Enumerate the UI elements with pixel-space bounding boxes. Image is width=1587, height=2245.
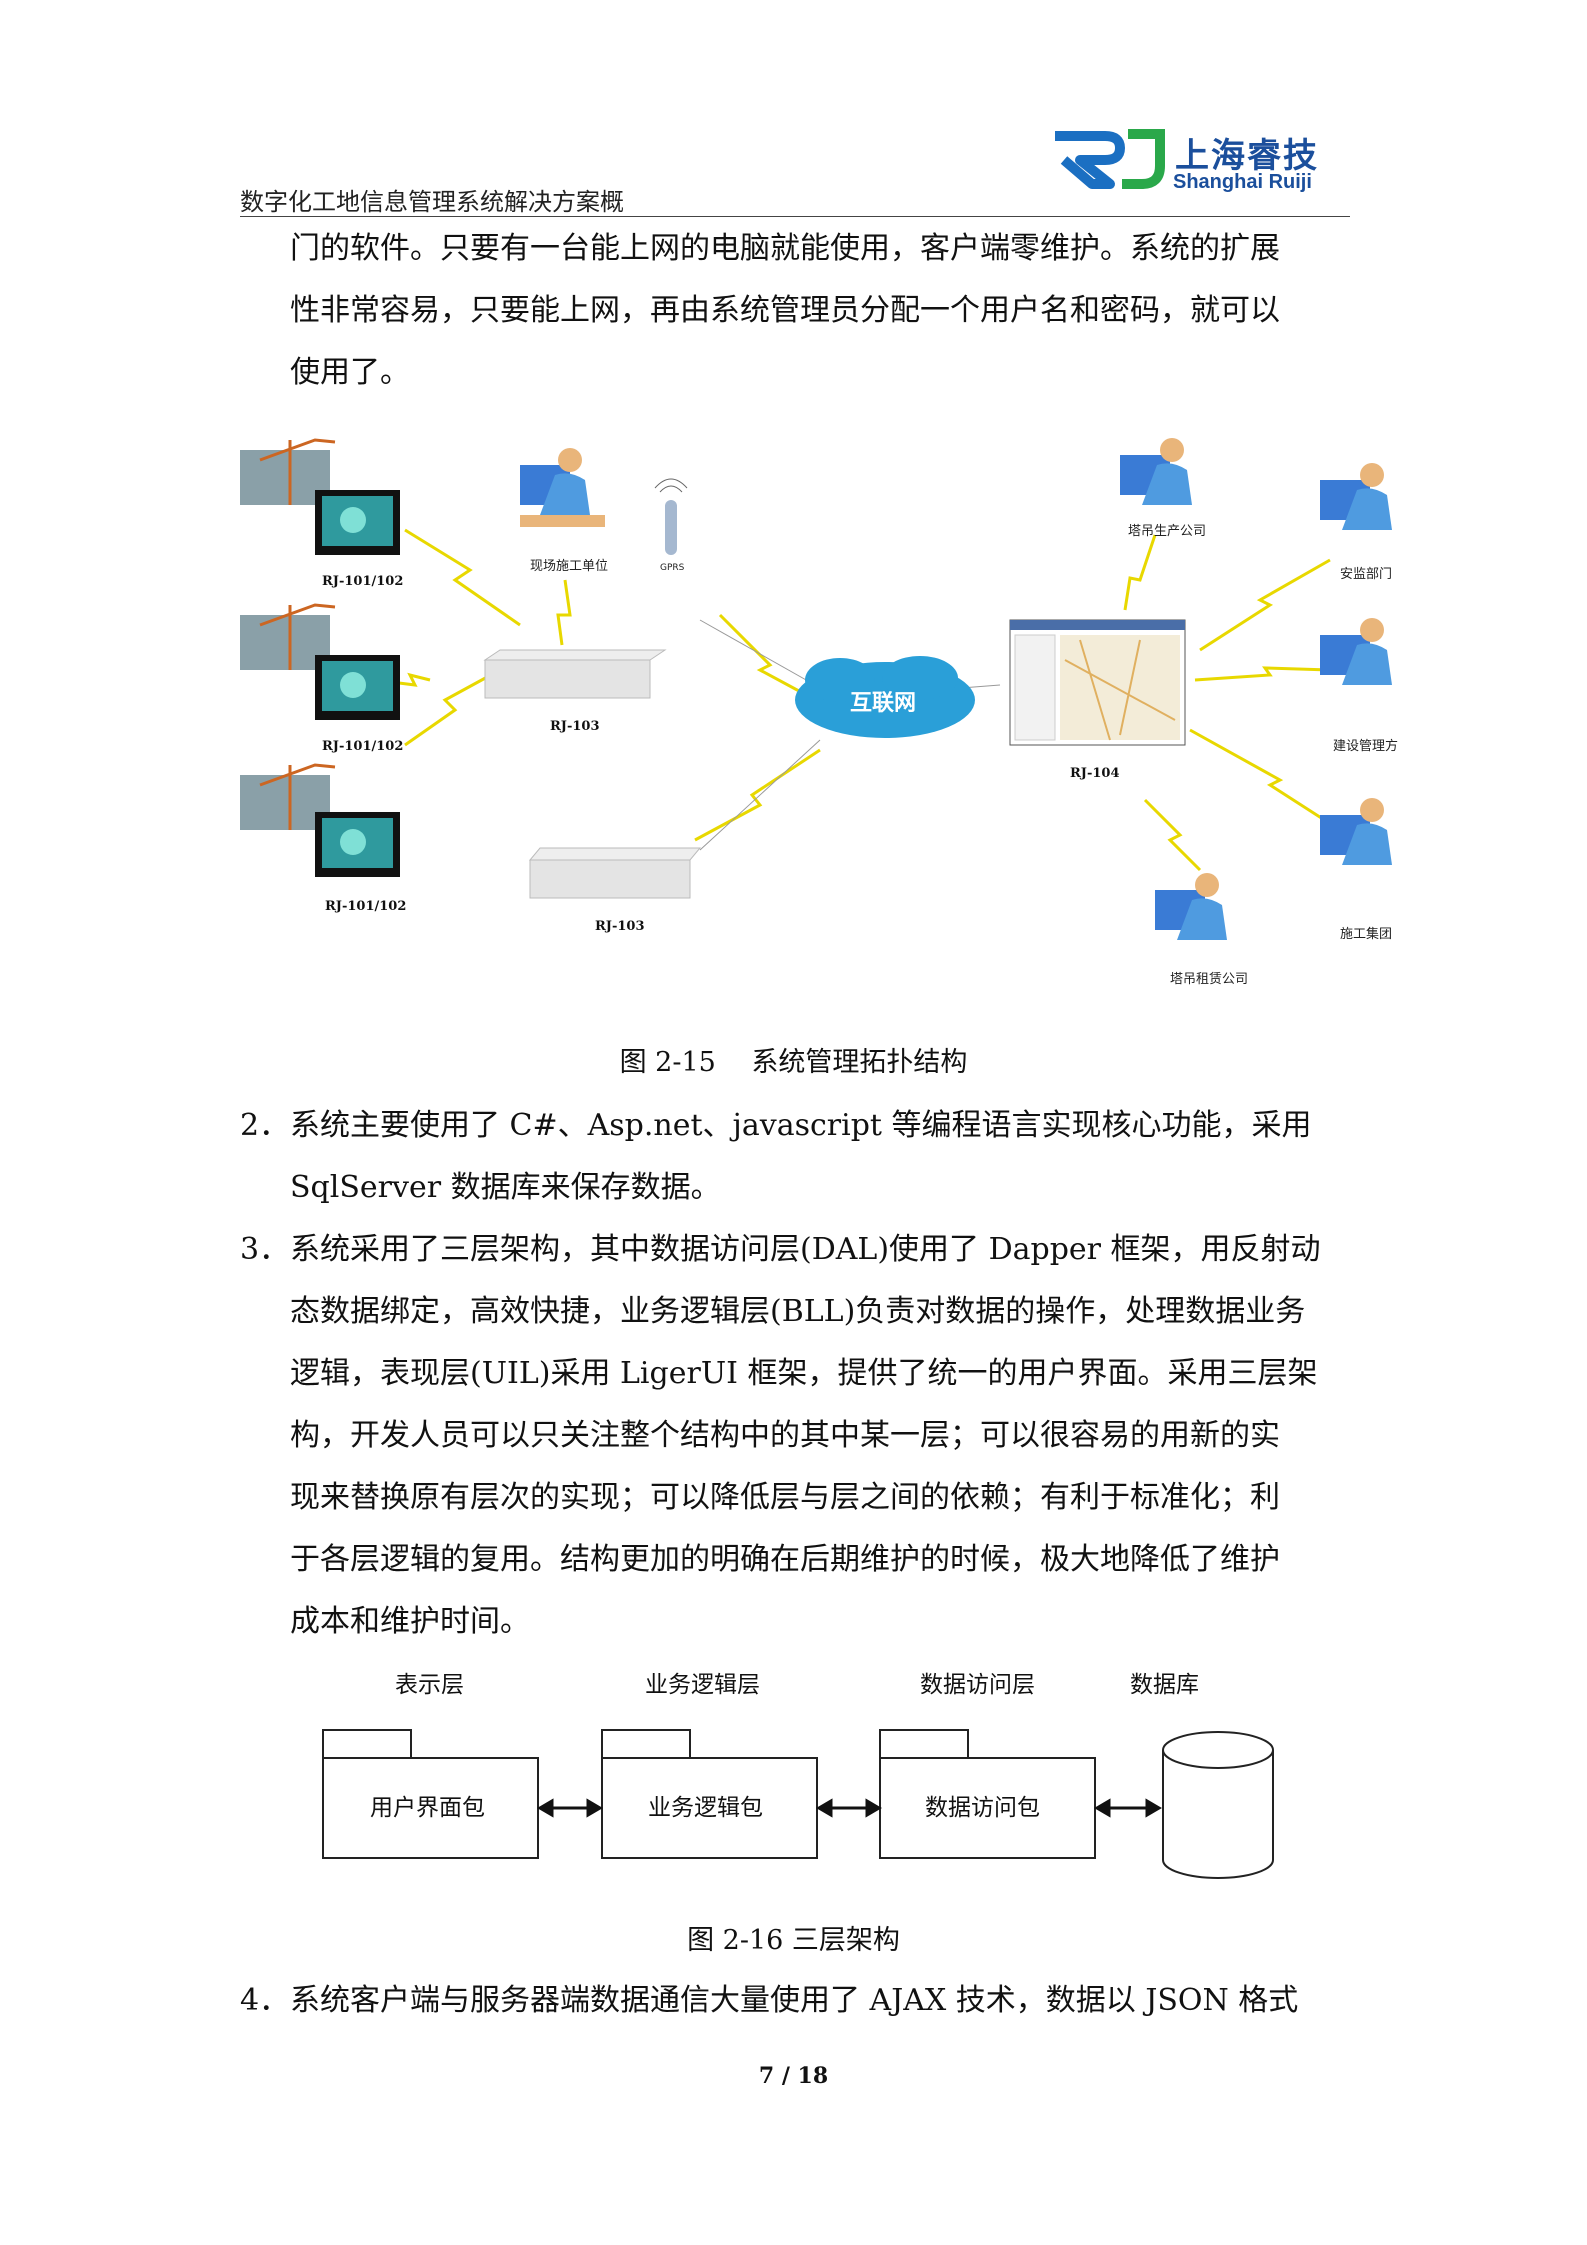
- paragraph-line: 系统主要使用了 C#、Asp.net、javascript 等编程语言实现核心功…: [290, 1108, 1312, 1143]
- paragraph-line: 使用了。: [290, 355, 410, 390]
- user-label: 施工集团: [1340, 926, 1392, 942]
- figure-caption: 图 2-16 三层架构: [687, 1925, 900, 1956]
- header-divider: [240, 216, 1350, 217]
- page-number: 7 / 18: [758, 2063, 829, 2089]
- network-link: [699, 739, 821, 851]
- paragraph-line: SqlServer 数据库来保存数据。: [290, 1170, 721, 1205]
- document-header-title: 数字化工地信息管理系统解决方案概: [240, 188, 624, 216]
- user-person-icon: [1320, 463, 1392, 530]
- hub-label: RJ-103: [550, 719, 600, 734]
- paragraph-line: 系统采用了三层架构，其中数据访问层(DAL)使用了 Dapper 框架，用反射动: [290, 1232, 1321, 1267]
- layer-title: 数据访问层: [920, 1672, 1035, 1698]
- paragraph-line: 于各层逻辑的复用。结构更加的明确在后期维护的时候，极大地降低了维护: [290, 1542, 1280, 1577]
- package-label: 数据访问包: [925, 1795, 1040, 1821]
- package-tab: [601, 1729, 691, 1759]
- paragraph-line: 构，开发人员可以只关注整个结构中的其中某一层；可以很容易的用新的实: [290, 1418, 1280, 1453]
- wireless-link-icons: [374, 528, 1341, 872]
- paragraph-line: 性非常容易，只要能上网，再由系统管理员分配一个用户名和密码，就可以: [290, 293, 1280, 328]
- user-label: 塔吊租赁公司: [1170, 972, 1248, 987]
- layer-title: 数据库: [1130, 1672, 1199, 1698]
- layer-title: 业务逻辑层: [645, 1672, 760, 1698]
- user-person-icon: [1120, 438, 1192, 505]
- figure-caption: 图 2-15 系统管理拓扑结构: [619, 1047, 968, 1078]
- package-label: 用户界面包: [370, 1795, 485, 1821]
- three-tier-architecture-diagram: 表示层 业务逻辑层 数据访问层 数据库 用户界面包 业务逻辑包 数据访问包: [322, 1672, 1274, 1879]
- topology-diagram: RJ-101/102 RJ-101/102 RJ-101/102 现场施工单位 …: [240, 438, 1398, 987]
- user-label: 塔吊生产公司: [1128, 524, 1206, 539]
- antenna-icon: [654, 478, 688, 555]
- logo-chinese-text: 上海睿技: [1175, 136, 1319, 176]
- internet-cloud-icon: [795, 656, 975, 738]
- company-logo-icon: [1055, 129, 1165, 189]
- logo-english-text: Shanghai Ruiji: [1173, 171, 1312, 193]
- user-label: 建设管理方: [1333, 738, 1398, 754]
- site-unit-label: 现场施工单位: [530, 559, 608, 574]
- hub-label: RJ-103: [595, 919, 645, 934]
- list-number: 4．: [240, 1983, 290, 2018]
- paragraph-line: 逻辑，表现层(UIL)采用 LigerUI 框架，提供了统一的用户界面。采用三层…: [290, 1356, 1318, 1391]
- hub-device-icon: [528, 847, 702, 899]
- site-unit-person-icon: [520, 448, 605, 527]
- paragraph-line: 系统客户端与服务器端数据通信大量使用了 AJAX 技术，数据以 JSON 格式: [290, 1983, 1299, 2018]
- package-tab: [322, 1729, 412, 1759]
- database-icon: [1162, 1731, 1274, 1879]
- double-arrow-icon: [1094, 1798, 1162, 1818]
- list-number: 3．: [240, 1232, 290, 1267]
- device-label: RJ-101/102: [322, 739, 403, 754]
- user-person-icon: [1155, 873, 1227, 940]
- device-label: RJ-101/102: [325, 899, 406, 914]
- package-box: [601, 1757, 818, 1859]
- server-screen-icon: [1009, 619, 1186, 746]
- package-box: [879, 1757, 1096, 1859]
- package-label: 业务逻辑包: [648, 1795, 763, 1821]
- network-link: [699, 619, 816, 686]
- package-box: [322, 1757, 539, 1859]
- user-person-icon: [1320, 618, 1392, 685]
- list-number: 2．: [240, 1108, 290, 1143]
- paragraph-line: 成本和维护时间。: [290, 1604, 530, 1639]
- user-label: 安监部门: [1340, 567, 1392, 582]
- hub-device-icon: [483, 649, 667, 699]
- device-label: RJ-101/102: [322, 574, 403, 589]
- gprs-label: GPRS: [660, 563, 685, 573]
- cloud-label: 互联网: [850, 691, 916, 716]
- user-person-icon: [1320, 798, 1392, 865]
- double-arrow-icon: [537, 1798, 603, 1818]
- package-tab: [879, 1729, 969, 1759]
- layer-title: 表示层: [395, 1672, 464, 1698]
- paragraph-line: 现来替换原有层次的实现；可以降低层与层之间的依赖；有利于标准化；利: [290, 1480, 1280, 1515]
- tower-camera-group: RJ-101/102 RJ-101/102 RJ-101/102: [240, 438, 406, 914]
- double-arrow-icon: [816, 1798, 882, 1818]
- paragraph-line: 态数据绑定，高效快捷，业务逻辑层(BLL)负责对数据的操作，处理数据业务: [290, 1294, 1306, 1329]
- paragraph-line: 门的软件。只要有一台能上网的电脑就能使用，客户端零维护。系统的扩展: [290, 231, 1280, 266]
- server-label: RJ-104: [1070, 766, 1120, 781]
